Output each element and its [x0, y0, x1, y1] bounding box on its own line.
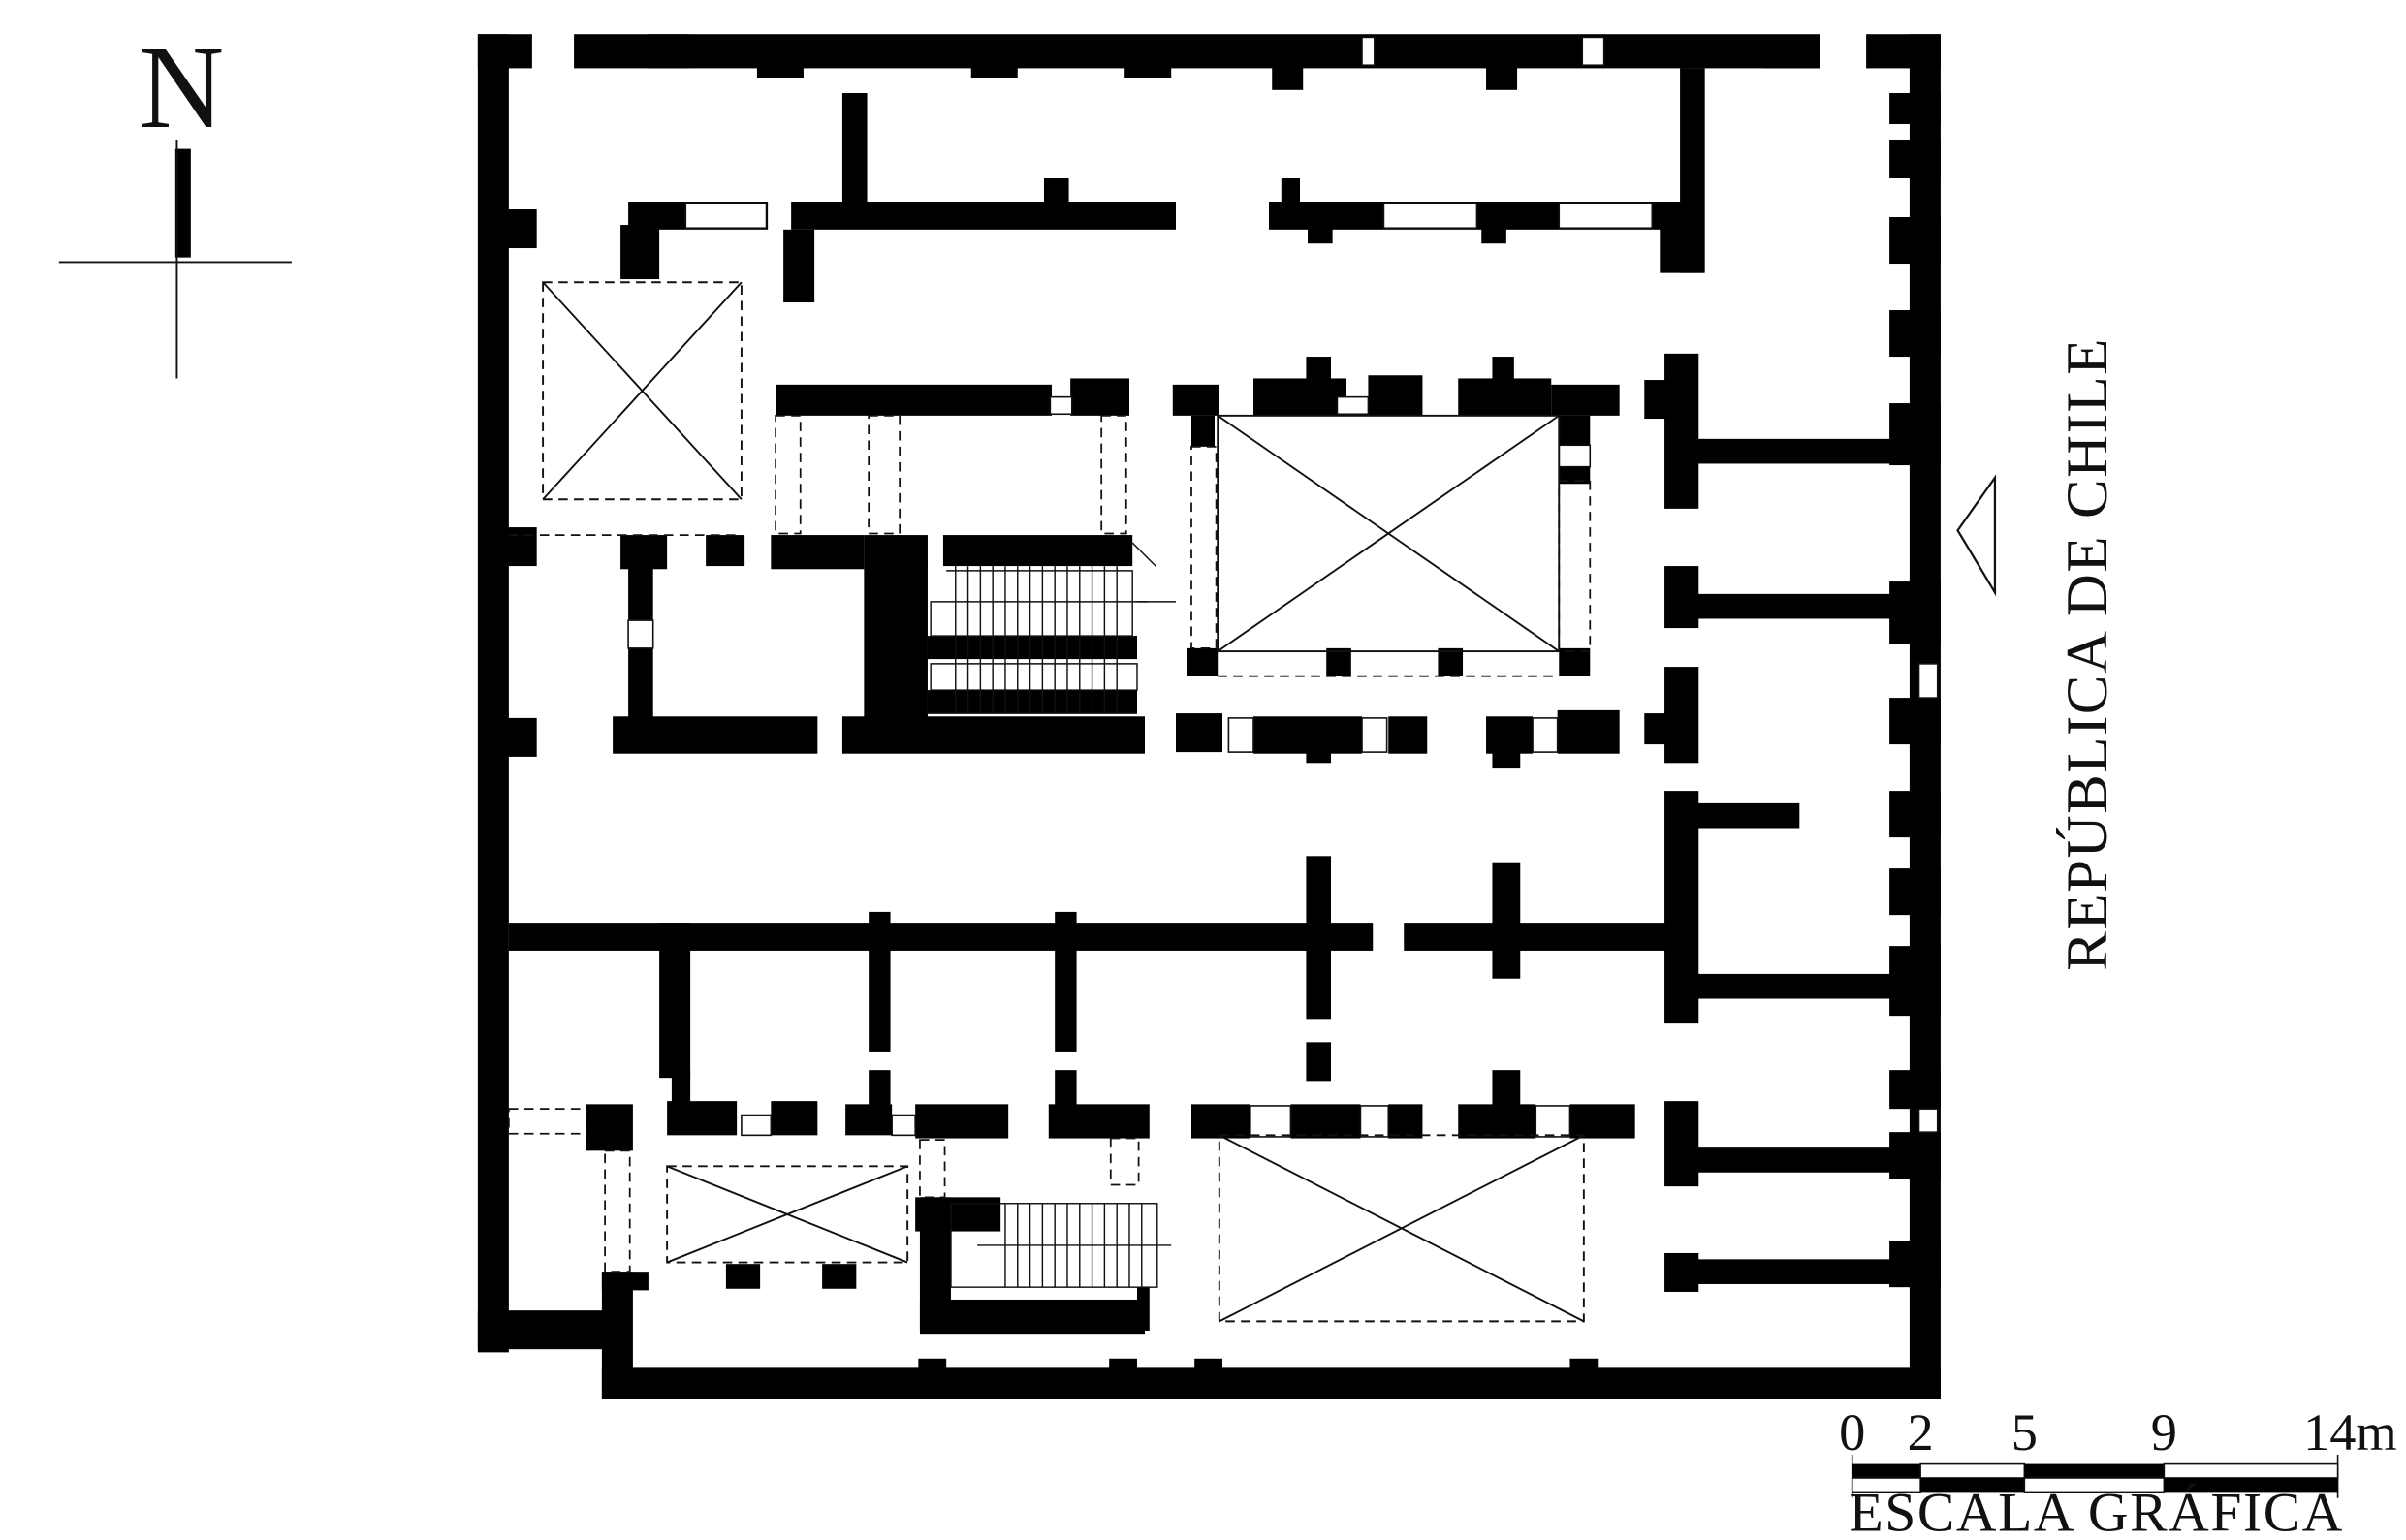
courtyards — [542, 281, 1585, 1323]
street-label: REPÚBLICA DE CHILE — [2055, 337, 2120, 971]
courtyard-northwest — [542, 281, 743, 501]
scale-bar-title: ESCALA GRÁFICA — [1850, 1482, 2344, 1540]
scale-bar: 0 2 5 9 14m ESCALA GRÁFICA — [1839, 1403, 2397, 1540]
scale-tick-label: 14m — [2303, 1403, 2397, 1461]
scale-segment — [2163, 1462, 2339, 1479]
scale-segment — [1920, 1477, 2025, 1493]
window-openings — [627, 36, 1939, 1138]
scale-tick-label: 9 — [2151, 1403, 2177, 1461]
north-arrow-bar — [174, 148, 191, 258]
staircase-south — [950, 1203, 1172, 1288]
scale-segment — [2024, 1463, 2165, 1478]
gallery-outlines — [508, 414, 1592, 1273]
north-letter: N — [139, 23, 224, 153]
scale-segment — [1852, 1463, 1921, 1478]
courtyard-southwest — [666, 1165, 909, 1264]
scale-tick-label: 2 — [1908, 1403, 1934, 1461]
scale-segment — [2164, 1477, 2338, 1493]
building-walls — [477, 34, 1941, 1399]
north-arrow: N — [58, 23, 292, 379]
courtyard-southeast — [1218, 1134, 1585, 1323]
courtyard-central — [1217, 414, 1561, 653]
scale-segment — [1919, 1462, 2026, 1479]
staircase-north — [927, 542, 1176, 714]
entrance-arrow-icon — [1956, 474, 1997, 597]
scale-tick-label: 0 — [1839, 1403, 1865, 1461]
scale-tick-label: 5 — [2011, 1403, 2038, 1461]
